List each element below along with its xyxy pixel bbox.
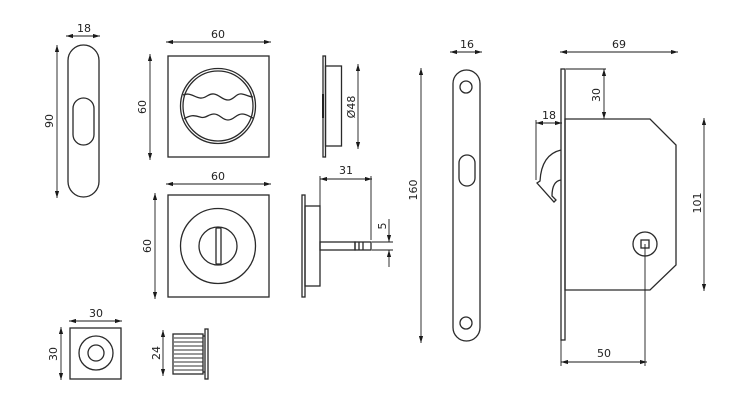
dim-turn-width: 60 (211, 170, 225, 183)
turn-side-view: 31 5 (301, 164, 393, 298)
dim-oval-height: 90 (43, 114, 56, 128)
lock-body: 69 30 18 101 50 (535, 38, 707, 366)
dim-turn-depth: 31 (339, 164, 353, 177)
dim-small-width: 30 (89, 307, 103, 320)
square-handle-front: 60 60 (136, 28, 271, 160)
dim-lock-width: 69 (612, 38, 626, 51)
dim-strike-width: 16 (460, 38, 474, 51)
dim-spindle: 5 (376, 223, 389, 230)
dim-lock-top-offset: 30 (590, 88, 603, 102)
dim-lock-backset: 50 (597, 347, 611, 360)
dim-cylinder-height: 24 (150, 346, 163, 360)
small-square-rosette: 30 30 (47, 307, 122, 380)
dim-lock-height: 101 (691, 193, 704, 214)
dim-strike-height: 160 (407, 180, 420, 201)
dim-oval-width: 18 (77, 22, 91, 35)
strike-plate: 16 160 (407, 38, 482, 343)
dim-handle-width: 60 (211, 28, 225, 41)
dim-small-height: 30 (47, 347, 60, 361)
dim-handle-height: 60 (136, 100, 149, 114)
square-turn-front: 60 60 (141, 170, 271, 299)
oval-plate: 18 90 (43, 22, 100, 198)
dim-turn-height: 60 (141, 239, 154, 253)
cylinder-insert: 24 (150, 328, 209, 380)
dim-lock-hook: 18 (542, 109, 556, 122)
handle-side-view: Ø48 (322, 55, 361, 158)
dim-diameter: Ø48 (345, 96, 358, 119)
